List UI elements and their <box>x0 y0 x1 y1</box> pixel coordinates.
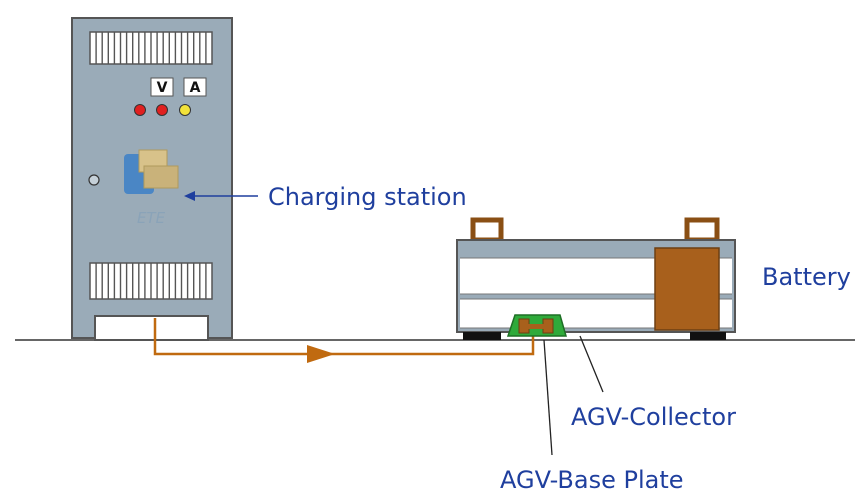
agv-vehicle <box>456 217 736 340</box>
agv-collector <box>506 314 567 337</box>
battery-block <box>654 247 720 331</box>
charging-station-label: Charging station <box>268 183 467 211</box>
door-knob <box>88 174 100 186</box>
ete-logo: ETE <box>124 149 179 227</box>
agv-base-plate-label: AGV-Base Plate <box>500 466 684 494</box>
red-lamp-1 <box>134 104 146 116</box>
charging-cable <box>153 318 535 363</box>
agv-wheel-right <box>690 332 726 340</box>
volt-meter-label: V <box>157 80 168 96</box>
amp-meter-box <box>183 77 207 97</box>
bottom-vent <box>89 262 213 300</box>
agv-collector-label: AGV-Collector <box>571 403 736 431</box>
yellow-lamp <box>179 104 191 116</box>
collector-leader-line <box>579 335 604 393</box>
amp-meter-label: A <box>190 80 201 96</box>
top-vent <box>89 31 213 65</box>
charging-station-pointer <box>184 191 258 201</box>
volt-meter-box <box>150 77 174 97</box>
red-lamp-2 <box>156 104 168 116</box>
battery-label: Battery <box>762 263 851 291</box>
agv-wheel-left <box>463 332 501 340</box>
charging-station-cabinet: V A ETE <box>71 17 233 341</box>
base-plate-leader-line <box>543 339 553 456</box>
logo-text: ETE <box>137 209 166 227</box>
